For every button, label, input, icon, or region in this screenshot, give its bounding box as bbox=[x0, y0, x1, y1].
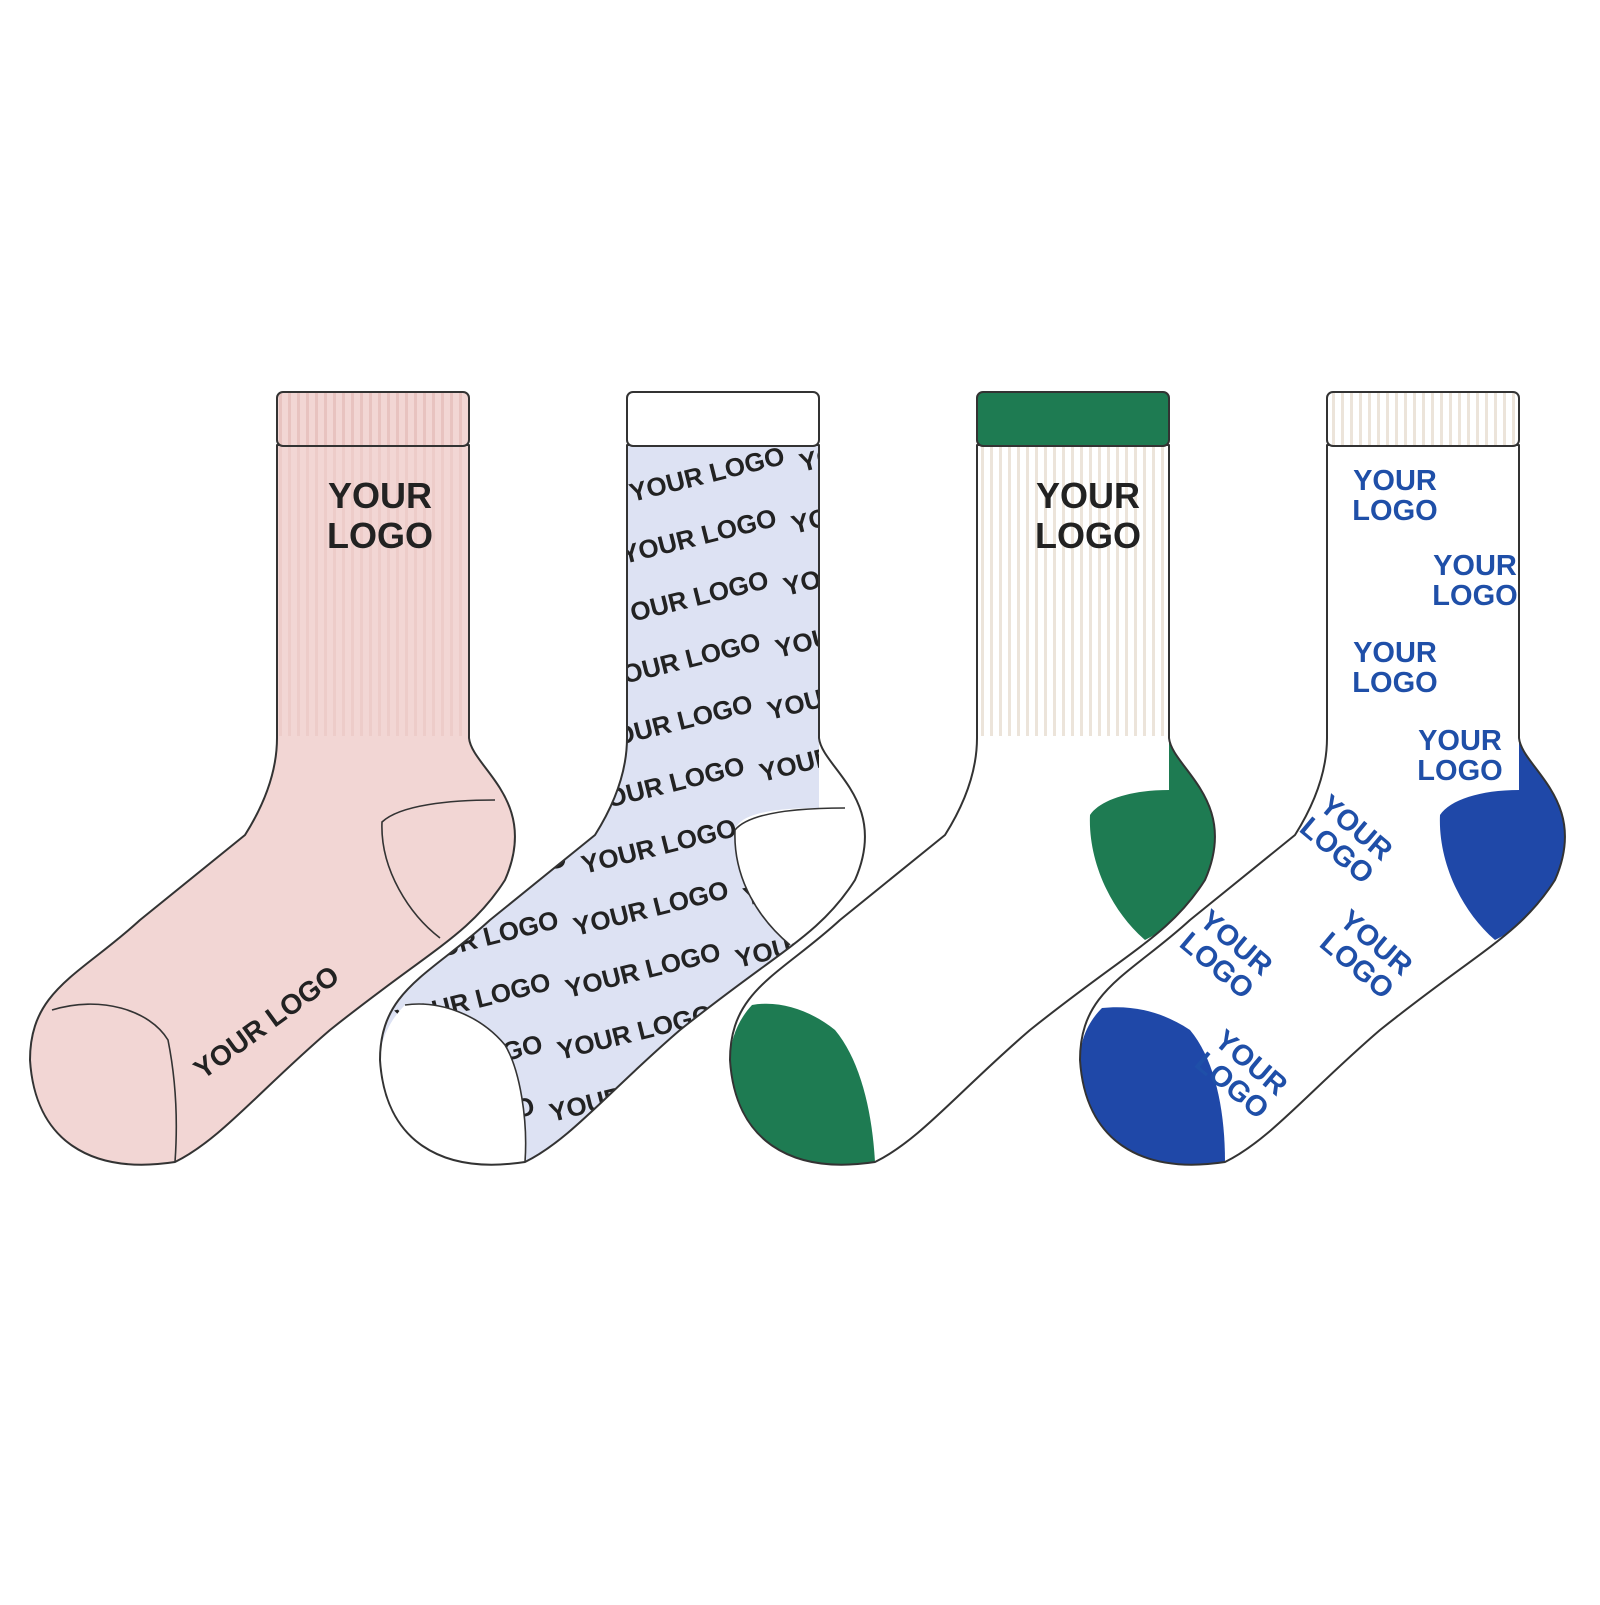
sock-pink-logo-line-2: LOGO bbox=[327, 515, 433, 556]
sock-periwinkle-pattern-logo: YOUR LOGO bbox=[360, 1214, 521, 1282]
sock-blue-logo-line: LOGO bbox=[1417, 755, 1502, 787]
sock-blue-heel bbox=[1439, 738, 1565, 940]
sock-blue-logo-line: YOUR bbox=[1353, 637, 1437, 669]
sock-periwinkle-pattern-logo: YOUR LOGO bbox=[804, 348, 965, 416]
sock-blue: YOURLOGOYOURLOGOYOURLOGOYOURLOGOYOURLOGO… bbox=[1079, 391, 1566, 1166]
sock-green-leg-rib bbox=[978, 446, 1168, 736]
sock-periwinkle-toe bbox=[380, 1004, 526, 1165]
sock-pink-heel bbox=[381, 799, 496, 939]
sock-periwinkle-heel bbox=[734, 738, 865, 945]
sock-periwinkle-pattern-logo: YOUR LOGO bbox=[530, 1184, 691, 1252]
sock-green-heel bbox=[1089, 738, 1215, 940]
sock-blue-logo-line: LOGO bbox=[1352, 667, 1437, 699]
sock-green-toe bbox=[730, 1003, 875, 1165]
sock-periwinkle-pattern-logo: YOUR LOGO bbox=[456, 470, 617, 538]
sock-green-logo-line-2: LOGO bbox=[1035, 515, 1141, 556]
sock-blue-cuff bbox=[1326, 391, 1520, 447]
sock-green-cuff bbox=[976, 391, 1170, 447]
sock-periwinkle-cuff bbox=[626, 391, 820, 447]
sock-green-logo-line-1: YOUR bbox=[1036, 475, 1140, 516]
sock-periwinkle-pattern-logo: YOUR LOGO bbox=[448, 532, 609, 600]
sock-blue-logo-line: YOUR bbox=[1353, 465, 1437, 497]
sock-blue-toe bbox=[1080, 1007, 1225, 1165]
sock-blue-logo-line: YOUR bbox=[1418, 725, 1502, 757]
sock-pink-leg-rib bbox=[278, 446, 468, 736]
sock-pink: YOUR LOGO YOUR LOGO bbox=[29, 391, 516, 1166]
sock-pink-toe bbox=[51, 1003, 178, 1163]
sock-periwinkle-pattern-logo: YOUR LOGO bbox=[464, 408, 625, 476]
sock-pink-logo-line-1: YOUR bbox=[328, 475, 432, 516]
sock-blue-logo-line: LOGO bbox=[1432, 580, 1517, 612]
sock-green: YOUR LOGO bbox=[729, 391, 1216, 1166]
sock-pink-cuff bbox=[276, 391, 470, 447]
sock-blue-logo-line: LOGO bbox=[1352, 495, 1437, 527]
sock-periwinkle-pattern-logo: YOUR LOGO bbox=[796, 410, 957, 478]
sock-blue-logo-line: YOUR bbox=[1433, 550, 1517, 582]
